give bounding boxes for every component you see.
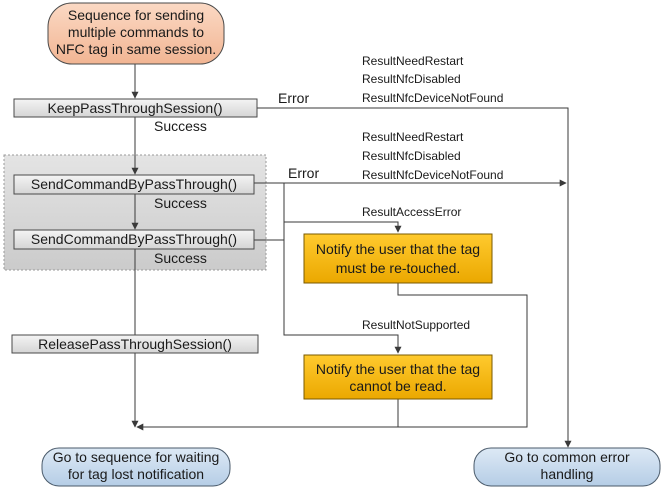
result-code: ResultNfcDeviceNotFound	[362, 168, 503, 182]
start-line-2: multiple commands to	[68, 24, 204, 40]
notify-unreadable-line-1: Notify the user that the tag	[316, 361, 480, 377]
edge-label-success-2: Success	[154, 195, 207, 211]
result-code: ResultNeedRestart	[362, 54, 464, 68]
result-access-error: ResultAccessError	[362, 205, 461, 219]
end-wait-node: Go to sequence for waiting for tag lost …	[41, 447, 231, 487]
end-error-node: Go to common error handling	[473, 447, 661, 487]
notify-unreadable-box: Notify the user that the tag cannot be r…	[303, 354, 493, 400]
send-command-2-label: SendCommandByPassThrough()	[31, 231, 237, 247]
start-line-1: Sequence for sending	[68, 7, 204, 23]
notify-unreadable-line-2: cannot be read.	[349, 378, 446, 394]
keep-pass-label: KeepPassThroughSession()	[47, 100, 222, 116]
end-error-line-2: handling	[541, 466, 594, 482]
edge-label-success-3: Success	[154, 250, 207, 266]
send-command-1-label: SendCommandByPassThrough()	[31, 176, 237, 192]
connectors	[131, 64, 572, 448]
result-code: ResultNeedRestart	[362, 130, 464, 144]
result-code: ResultNfcDisabled	[362, 72, 461, 86]
end-wait-line-2: for tag lost notification	[68, 466, 204, 482]
notify-retouch-box: Notify the user that the tag must be re-…	[303, 233, 493, 284]
result-not-supported: ResultNotSupported	[362, 318, 470, 332]
notify-retouch-line-2: must be re-touched.	[336, 260, 461, 276]
end-error-line-1: Go to common error	[504, 449, 630, 465]
send-command-step-1: SendCommandByPassThrough()	[13, 174, 255, 195]
release-label: ReleasePassThroughSession()	[38, 336, 232, 352]
notify-retouch-line-1: Notify the user that the tag	[316, 241, 480, 257]
result-codes-group-2: ResultNeedRestart ResultNfcDisabled Resu…	[362, 130, 503, 182]
keep-pass-through-session-step: KeepPassThroughSession()	[13, 98, 258, 118]
result-code: ResultNfcDeviceNotFound	[362, 91, 503, 105]
release-pass-through-session-step: ReleasePassThroughSession()	[11, 334, 259, 354]
send-command-step-2: SendCommandByPassThrough()	[13, 229, 255, 250]
end-wait-line-1: Go to sequence for waiting	[53, 449, 220, 465]
result-code: ResultNfcDisabled	[362, 149, 461, 163]
start-node: Sequence for sending multiple commands t…	[47, 2, 225, 65]
start-line-3: NFC tag in same session.	[56, 41, 216, 57]
result-codes-group-1: ResultNeedRestart ResultNfcDisabled Resu…	[362, 54, 503, 105]
edge-label-error-2: Error	[288, 165, 319, 181]
edge-label-success-1: Success	[154, 118, 207, 134]
edge-label-error-1: Error	[278, 90, 309, 106]
